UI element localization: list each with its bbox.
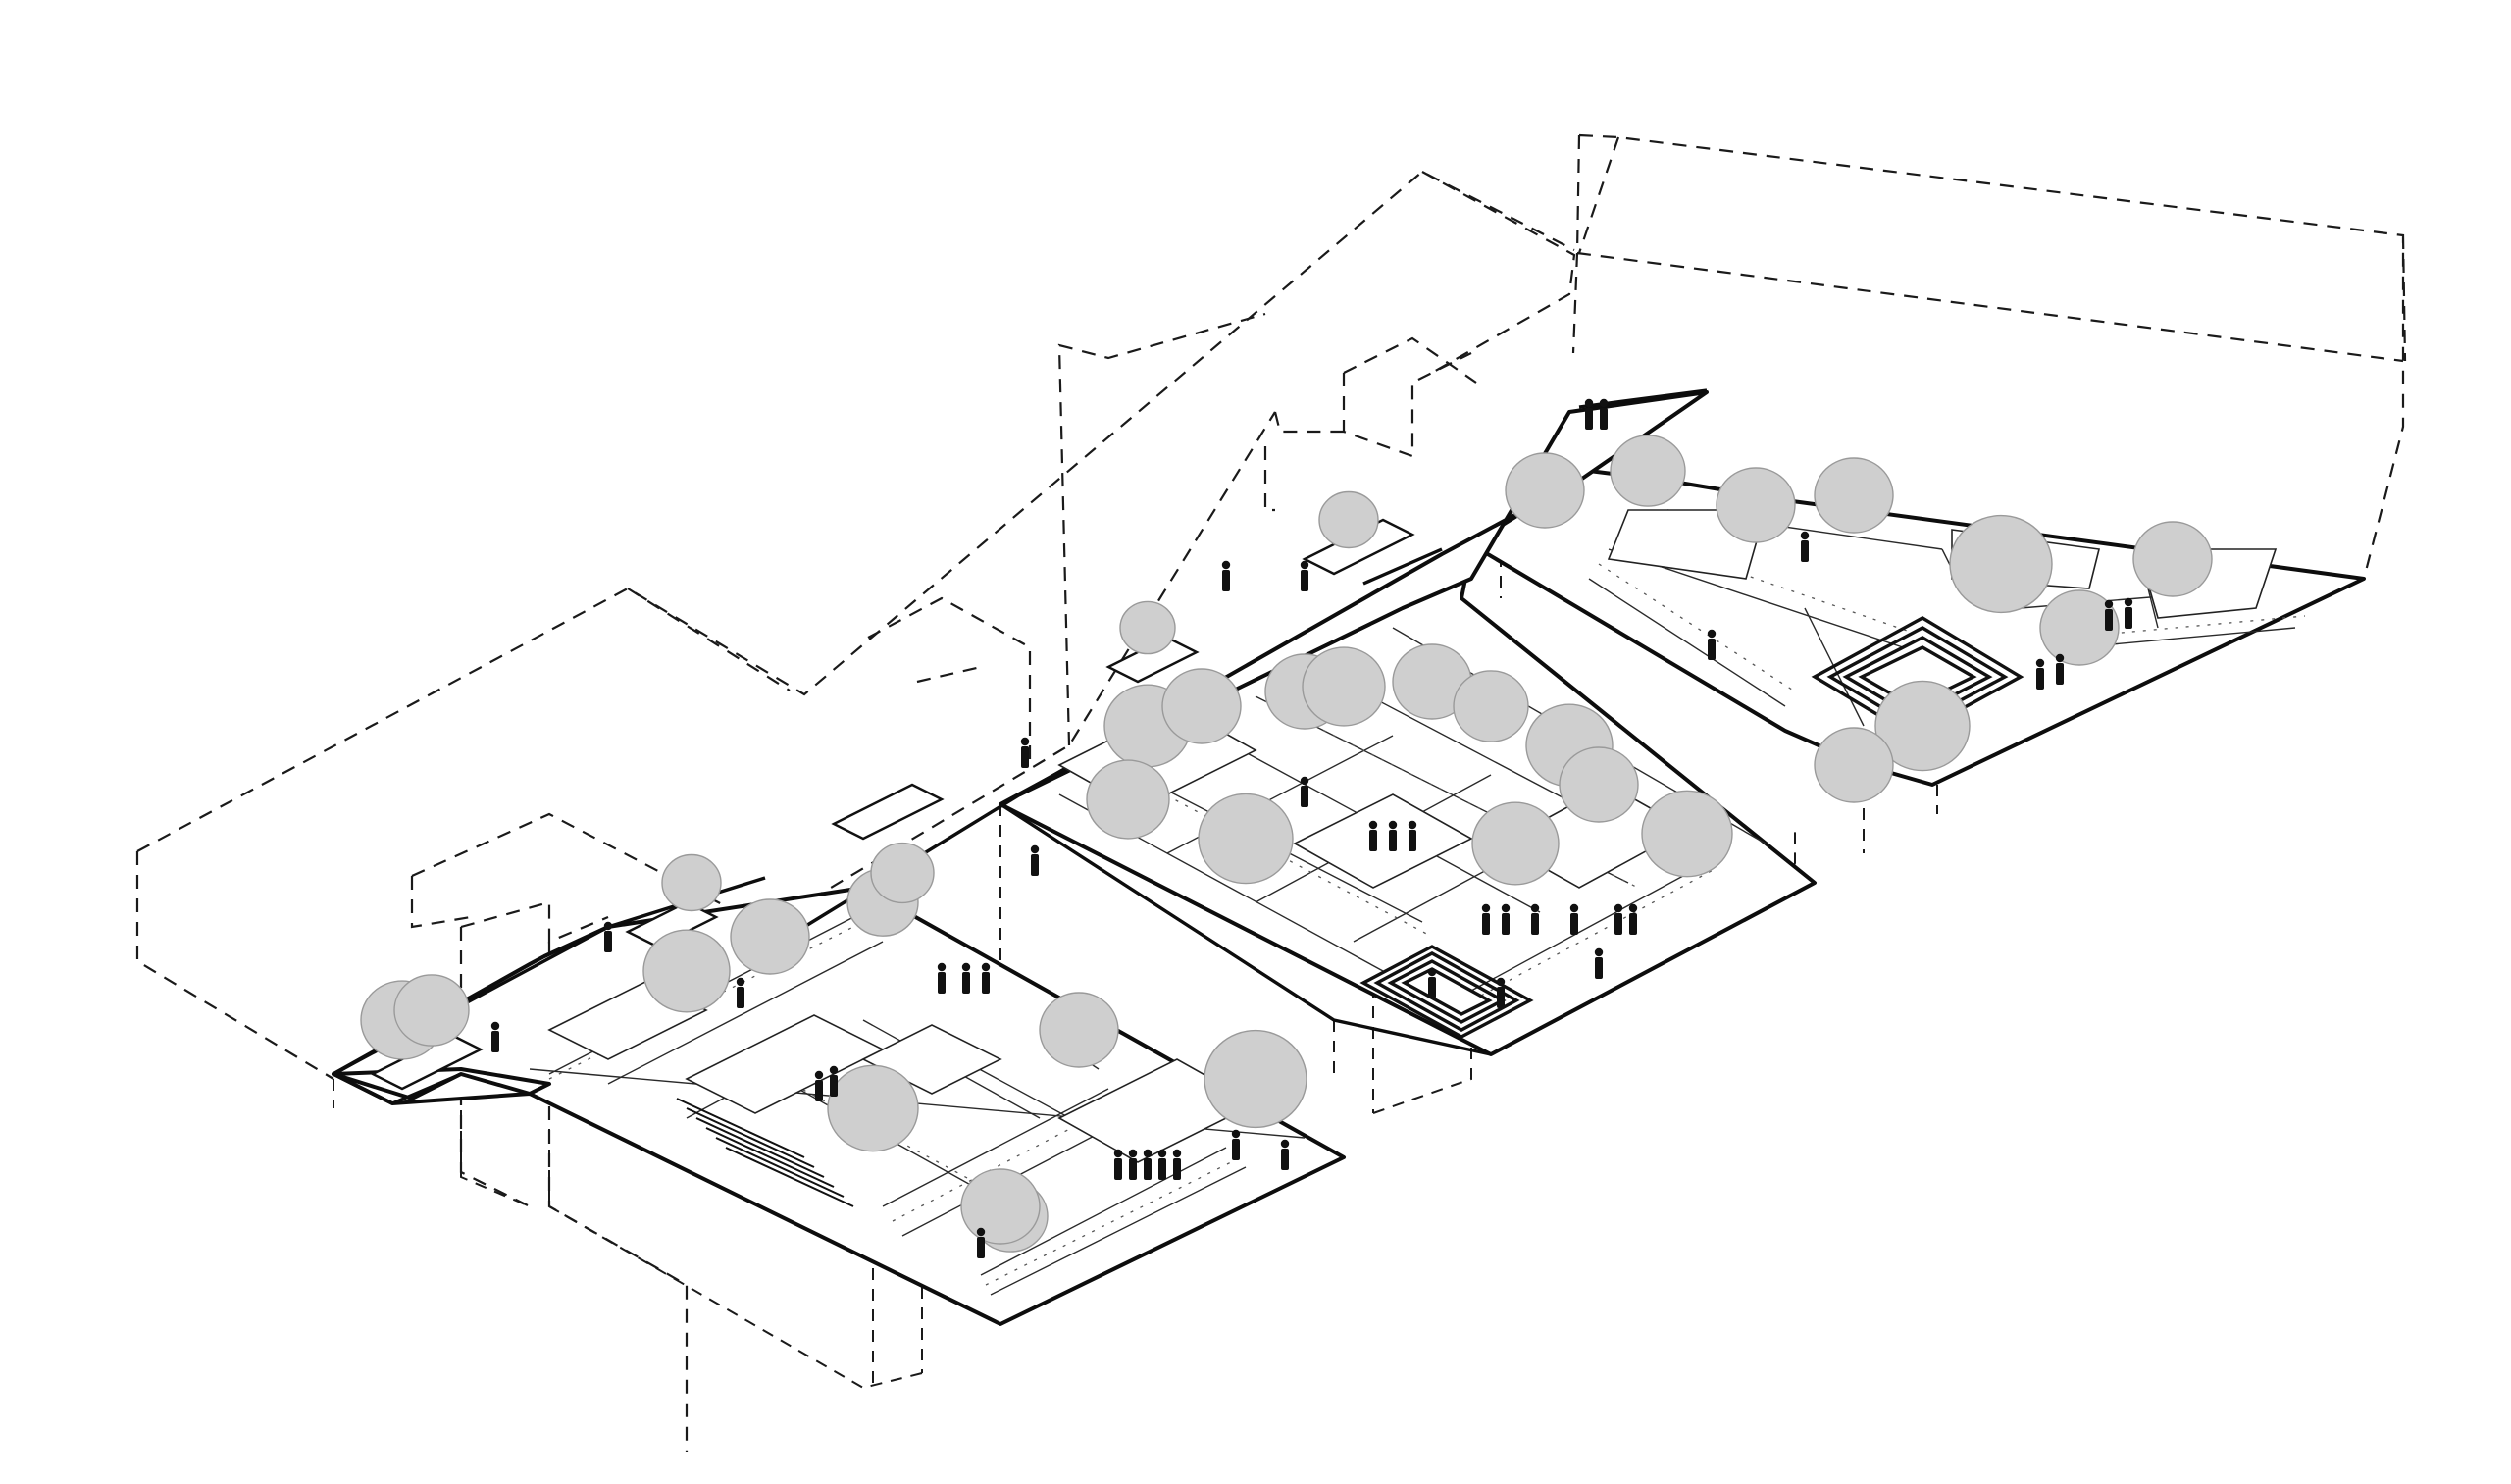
trees xyxy=(360,435,2213,1253)
tree xyxy=(661,853,722,912)
person xyxy=(1221,560,1231,591)
tree xyxy=(2039,589,2120,666)
person xyxy=(1427,967,1437,998)
person xyxy=(981,962,991,994)
tree xyxy=(1716,467,1796,543)
person xyxy=(2055,653,2065,685)
people xyxy=(490,398,2133,1258)
tree xyxy=(1302,646,1386,727)
person xyxy=(603,921,613,952)
person xyxy=(1614,903,1623,935)
person xyxy=(1368,820,1378,851)
person xyxy=(1599,398,1609,430)
person xyxy=(736,977,745,1008)
tree xyxy=(1318,490,1379,549)
person xyxy=(1501,903,1511,935)
person xyxy=(1408,820,1417,851)
tree xyxy=(1949,514,2053,614)
person xyxy=(1113,1149,1123,1180)
tree xyxy=(1161,668,1242,744)
tree xyxy=(1610,435,1686,507)
tree xyxy=(730,898,810,975)
tree xyxy=(1453,670,1529,742)
person xyxy=(1143,1149,1153,1180)
person xyxy=(1157,1149,1167,1180)
tree xyxy=(1471,801,1560,886)
tree xyxy=(1814,457,1894,534)
tree xyxy=(1559,746,1639,823)
tree xyxy=(1505,452,1585,529)
person xyxy=(1030,844,1040,876)
stepped-terraces xyxy=(676,1098,854,1207)
person xyxy=(1172,1149,1182,1180)
person xyxy=(1300,560,1309,591)
tree xyxy=(1641,790,1733,878)
tree xyxy=(960,1168,1041,1245)
tree xyxy=(1119,600,1176,655)
tree xyxy=(1039,992,1119,1068)
person xyxy=(1496,977,1506,1008)
tree xyxy=(2132,521,2213,597)
person xyxy=(1594,947,1604,979)
tree xyxy=(393,974,470,1047)
person xyxy=(2035,658,2045,690)
tree xyxy=(1198,793,1294,885)
person xyxy=(1569,903,1579,935)
person xyxy=(1800,531,1810,562)
person xyxy=(1707,629,1717,660)
person xyxy=(976,1227,986,1258)
person xyxy=(1020,737,1030,768)
person xyxy=(2124,597,2133,629)
person xyxy=(1231,1129,1241,1160)
person xyxy=(1280,1139,1290,1170)
person xyxy=(1128,1149,1138,1180)
tree xyxy=(1204,1029,1307,1129)
tree xyxy=(1086,759,1170,840)
tree xyxy=(642,929,731,1013)
person xyxy=(829,1065,839,1097)
person xyxy=(1584,398,1594,430)
person xyxy=(1530,903,1540,935)
person xyxy=(937,962,947,994)
tree xyxy=(827,1064,919,1152)
tree xyxy=(870,842,935,904)
person xyxy=(2104,599,2114,631)
person xyxy=(1481,903,1491,935)
person xyxy=(1628,903,1638,935)
person xyxy=(490,1021,500,1052)
tree xyxy=(1814,727,1894,803)
person xyxy=(814,1070,824,1101)
person xyxy=(1300,776,1309,807)
tree xyxy=(1874,680,1971,772)
person xyxy=(961,962,971,994)
person xyxy=(1388,820,1398,851)
